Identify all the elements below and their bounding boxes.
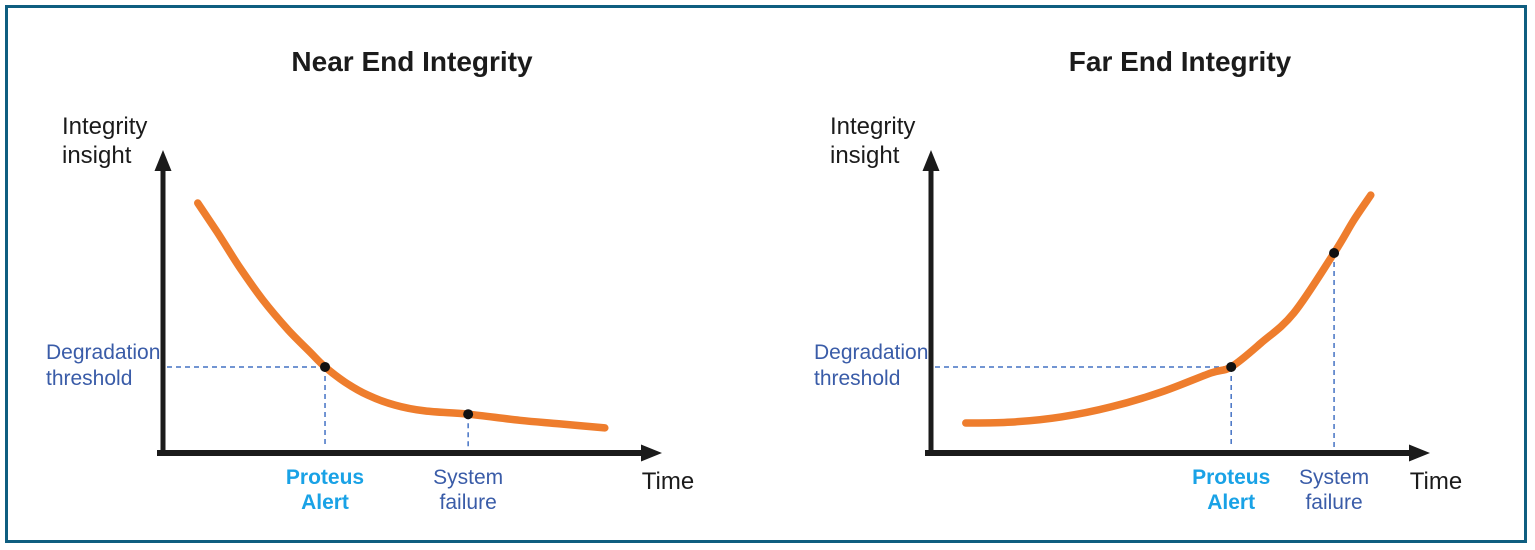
y-axis-label: Integrity insight — [62, 113, 148, 169]
degradation-threshold-label: Degradation threshold — [814, 340, 929, 390]
system-failure-label: System failure — [1299, 466, 1370, 514]
x-axis-arrowhead-icon — [1409, 444, 1430, 462]
system-failure-label: System failure — [433, 466, 504, 514]
integrity-curve — [194, 199, 609, 432]
plot-canvas-near-end — [154, 150, 662, 462]
integrity-curve — [962, 191, 1375, 427]
proteus-alert-marker — [320, 361, 331, 372]
x-axis-label: Time — [641, 468, 695, 495]
proteus-alert-marker — [1226, 361, 1237, 372]
proteus-alert-label: Proteus Alert — [1192, 466, 1271, 514]
chart-panel-near-end: Near End Integrity Integrity insight Deg… — [0, 0, 767, 550]
chart-panel-far-end: Far End Integrity Integrity insight Degr… — [768, 0, 1535, 550]
x-axis-label: Time — [1409, 468, 1463, 495]
y-axis-arrowhead-icon — [154, 150, 172, 171]
y-axis-label: Integrity insight — [830, 113, 916, 169]
system-failure-marker — [1329, 248, 1340, 259]
plot-canvas-far-end — [922, 150, 1430, 462]
y-axis-arrowhead-icon — [922, 150, 940, 171]
proteus-alert-label: Proteus Alert — [285, 466, 365, 514]
system-failure-marker — [463, 409, 474, 420]
degradation-threshold-label: Degradation threshold — [46, 340, 161, 390]
chart-title-near-end: Near End Integrity — [291, 46, 533, 77]
x-axis-arrowhead-icon — [641, 444, 662, 462]
chart-title-far-end: Far End Integrity — [1068, 46, 1292, 77]
